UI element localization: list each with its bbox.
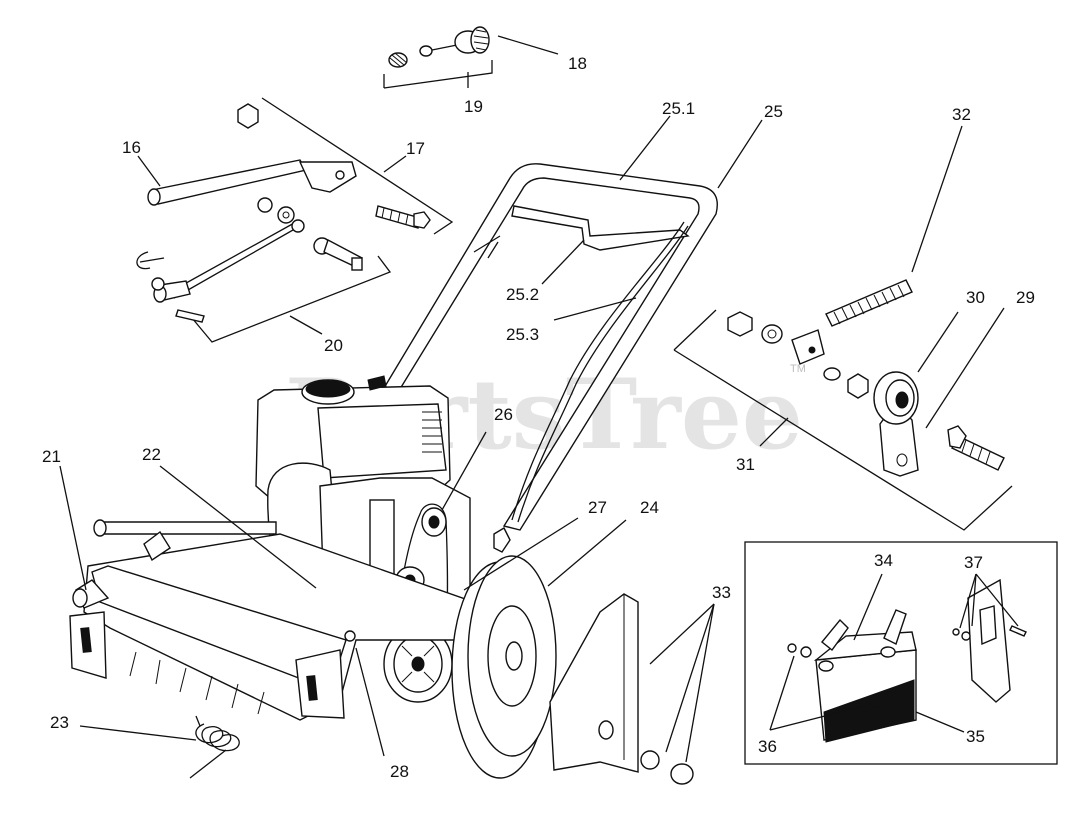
inset-tine-assembly (744, 541, 1058, 765)
callout-17: 17 (406, 139, 425, 158)
callout-27: 27 (588, 498, 607, 517)
callout-31: 31 (736, 455, 755, 474)
wheel-guard (549, 593, 694, 785)
callout-29: 29 (1016, 288, 1035, 307)
callout-32: 32 (952, 105, 971, 124)
callout-25-2: 25.2 (506, 285, 539, 304)
callout-36: 36 (758, 737, 777, 756)
callout-23: 23 (50, 713, 69, 732)
callout-25-1: 25.1 (662, 99, 695, 118)
handle-assembly (376, 163, 718, 553)
callout-24: 24 (640, 498, 659, 517)
callout-19: 19 (464, 97, 483, 116)
callout-21: 21 (42, 447, 61, 466)
wheel (451, 555, 557, 779)
callout-16: 16 (122, 138, 141, 157)
tine-spring (189, 715, 240, 779)
control-lever-assembly (136, 97, 454, 343)
watermark-trademark: TM (790, 363, 806, 375)
callout-35: 35 (966, 727, 985, 746)
callout-25: 25 (764, 102, 783, 121)
callout-18: 18 (568, 54, 587, 73)
callout-labels: 18 19 16 17 20 25.1 25 32 25.2 25.3 30 2… (42, 54, 1035, 781)
leader-lines (59, 35, 1019, 763)
callout-25-3: 25.3 (506, 325, 539, 344)
callout-20: 20 (324, 336, 343, 355)
callout-30: 30 (966, 288, 985, 307)
callout-34: 34 (874, 551, 893, 570)
callout-26: 26 (494, 405, 513, 424)
idler-pulley-assembly (673, 279, 1013, 531)
callout-37: 37 (964, 553, 983, 572)
belt-and-pulleys (383, 503, 453, 703)
tension-knob-assembly (383, 26, 493, 89)
dethatcher-deck (69, 519, 469, 721)
callout-22: 22 (142, 445, 161, 464)
callout-28: 28 (390, 762, 409, 781)
callout-33: 33 (712, 583, 731, 602)
